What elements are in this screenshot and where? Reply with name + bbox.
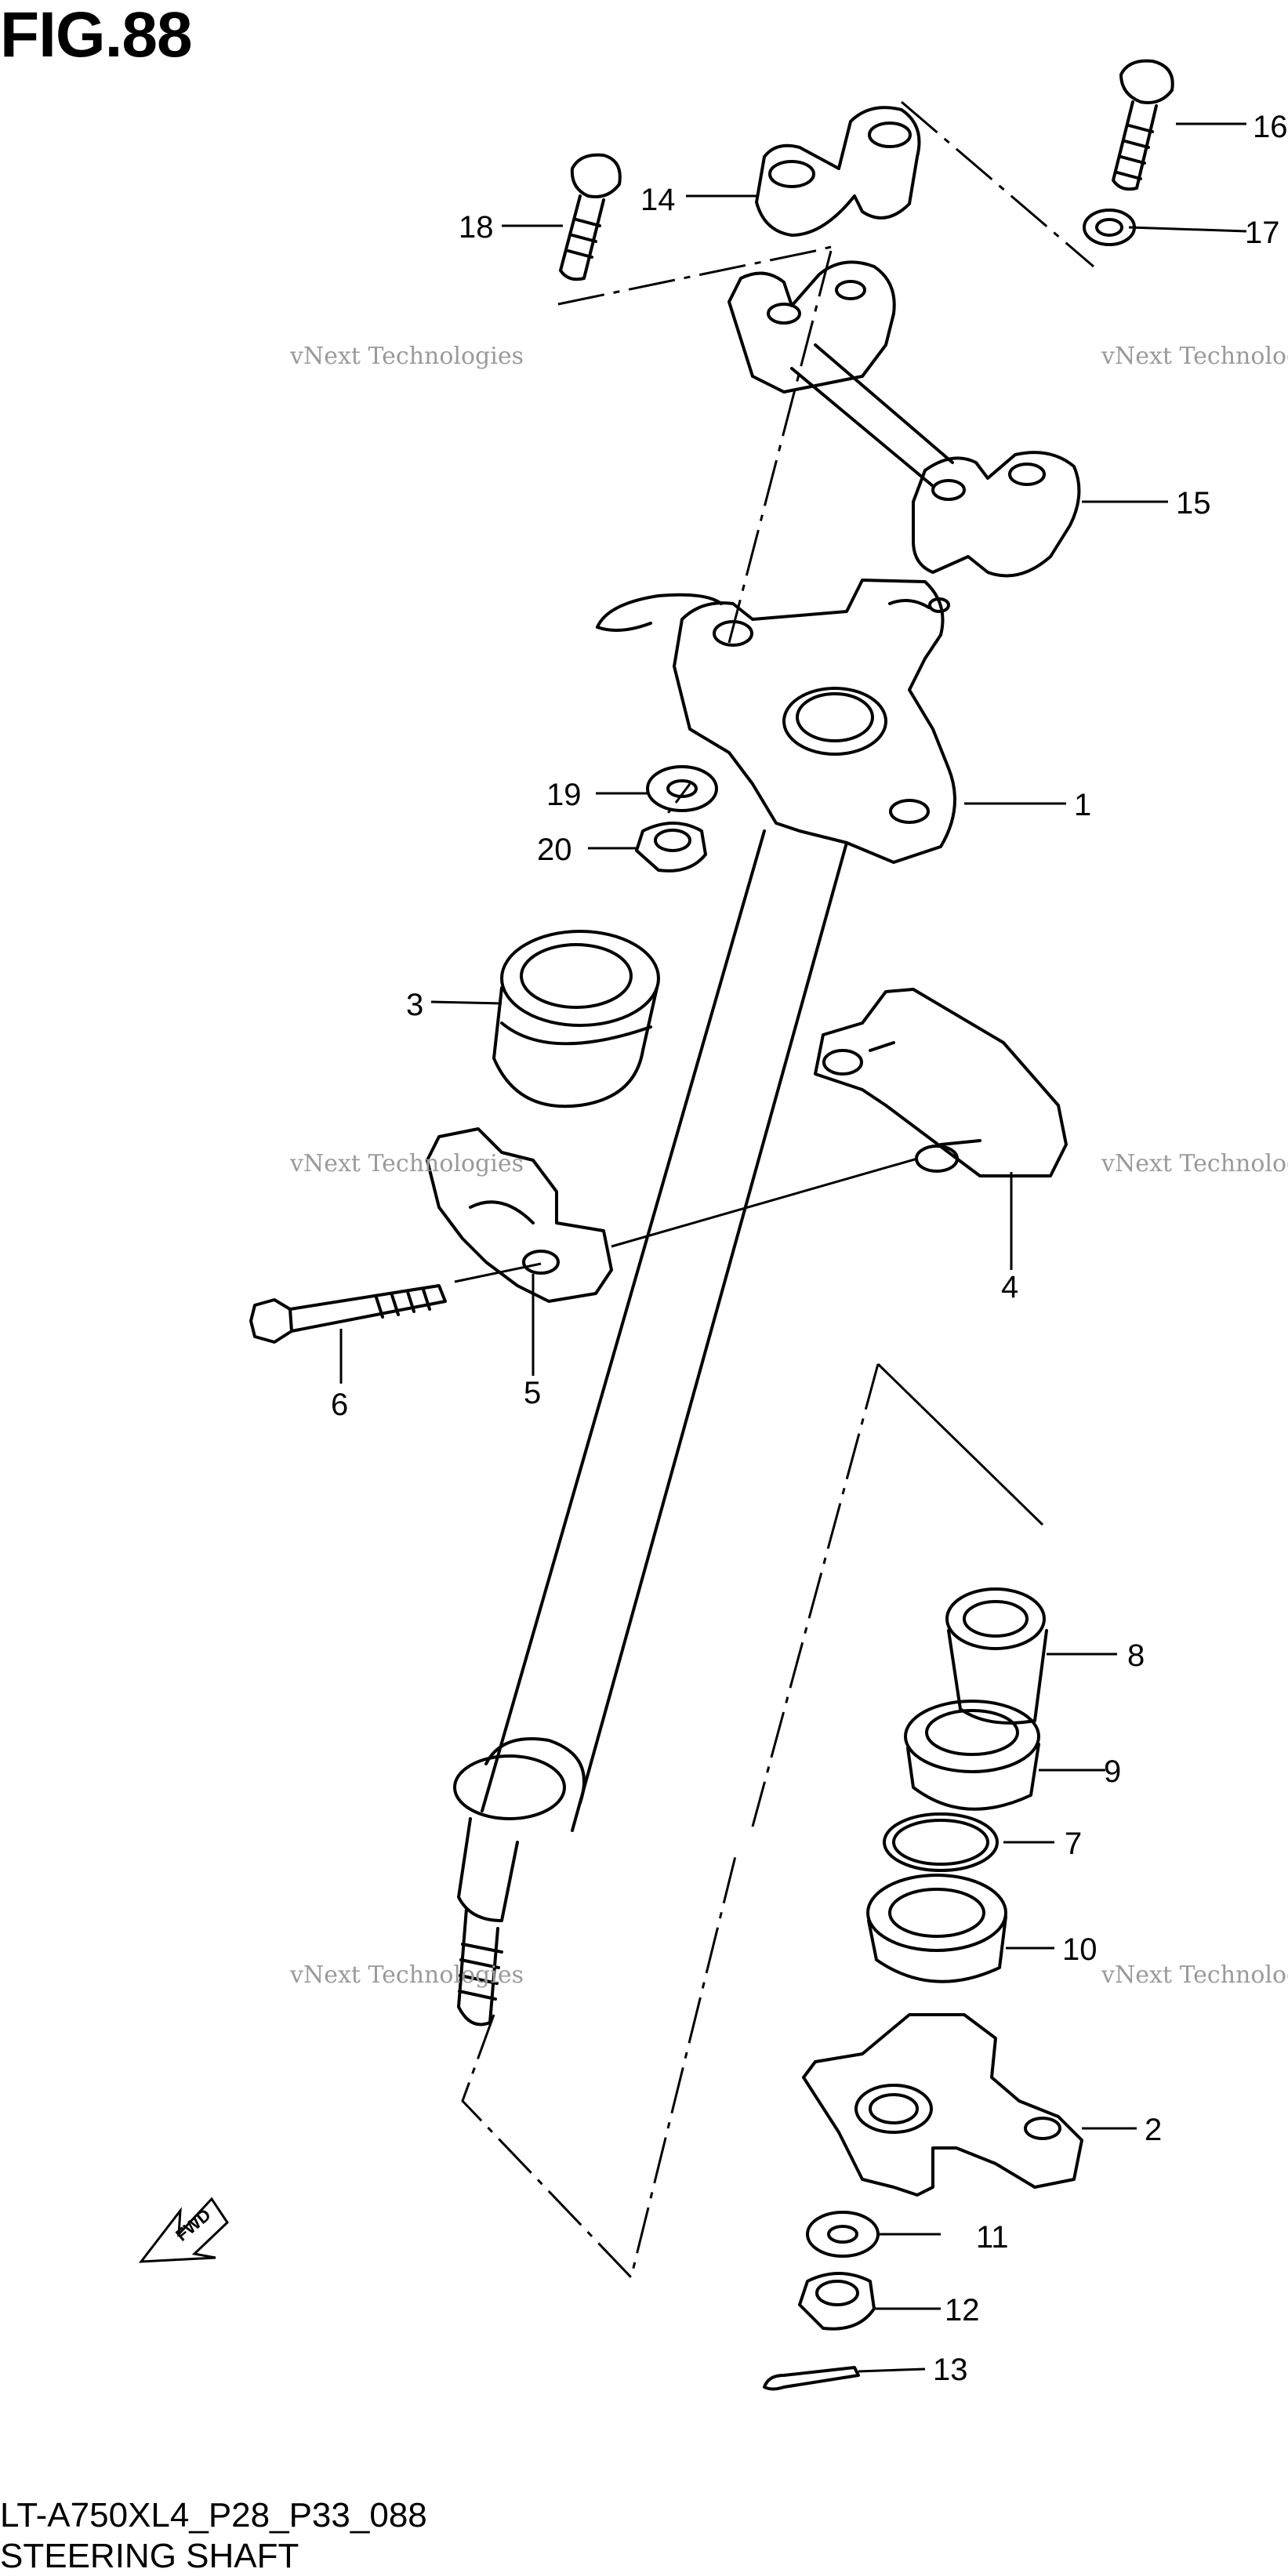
- part-6-bolt: [249, 1284, 447, 1344]
- part-9-bearing: [904, 1700, 1040, 1811]
- part-5-shaft-clamp: [426, 1127, 613, 1303]
- callout-6: 6: [331, 1388, 348, 1422]
- part-2-steering-arm: [802, 2013, 1083, 2197]
- callout-9: 9: [1104, 1754, 1121, 1789]
- callout-2: 2: [1145, 2113, 1162, 2147]
- figure-title: FIG.88: [0, 0, 193, 71]
- alignment-lines: [454, 100, 1094, 2280]
- callout-11: 11: [976, 2220, 1009, 2255]
- forward-direction-arrow: FWD: [138, 2197, 229, 2263]
- part-20-nut: [635, 822, 707, 873]
- leader-lines: [339, 122, 1247, 2373]
- part-7-o-ring: [883, 1812, 999, 1872]
- part-11-washer: [806, 2211, 880, 2258]
- callout-3: 3: [406, 988, 423, 1022]
- part-4-lower-holder: [814, 988, 1068, 1177]
- callout-20: 20: [537, 833, 572, 867]
- steering-shaft-tube: [453, 829, 848, 2026]
- callout-8: 8: [1127, 1638, 1145, 1673]
- part-10-seal: [866, 1874, 1007, 1983]
- callout-5: 5: [524, 1376, 541, 1410]
- part-17-lock-washer: [1083, 209, 1136, 246]
- part-19-washer: [646, 765, 718, 812]
- part-16-bolt: [1112, 59, 1174, 191]
- callout-14: 14: [640, 183, 676, 217]
- figure-name: STEERING SHAFT: [0, 2537, 299, 2575]
- callout-15: 15: [1176, 486, 1211, 521]
- callout-18: 18: [459, 210, 494, 245]
- callout-1: 1: [1074, 788, 1091, 822]
- callout-7: 7: [1065, 1827, 1082, 1861]
- callout-19: 19: [546, 778, 582, 812]
- figure-code: LT-A750XL4_P28_P33_088: [0, 2496, 427, 2534]
- part-13-cotter-pin: [763, 2366, 860, 2391]
- part-18-bolt: [559, 153, 622, 281]
- callout-12: 12: [945, 2293, 980, 2327]
- part-15-handlebar-holder: [727, 260, 1081, 578]
- part-14-handlebar-upper-clamp: [755, 106, 921, 237]
- callout-10: 10: [1062, 1932, 1098, 1967]
- callout-4: 4: [1001, 1270, 1018, 1304]
- callout-17: 17: [1245, 216, 1280, 250]
- callout-labels: 1 2 3 4 5 6 7 8 9 10 11 12 13 14 15 16 1…: [331, 110, 1288, 2387]
- callout-16: 16: [1253, 110, 1288, 144]
- callout-13: 13: [933, 2353, 968, 2387]
- part-12-castle-nut: [798, 2272, 876, 2331]
- part-1-steering-bracket: [596, 579, 956, 864]
- part-3-bushing: [492, 930, 660, 1108]
